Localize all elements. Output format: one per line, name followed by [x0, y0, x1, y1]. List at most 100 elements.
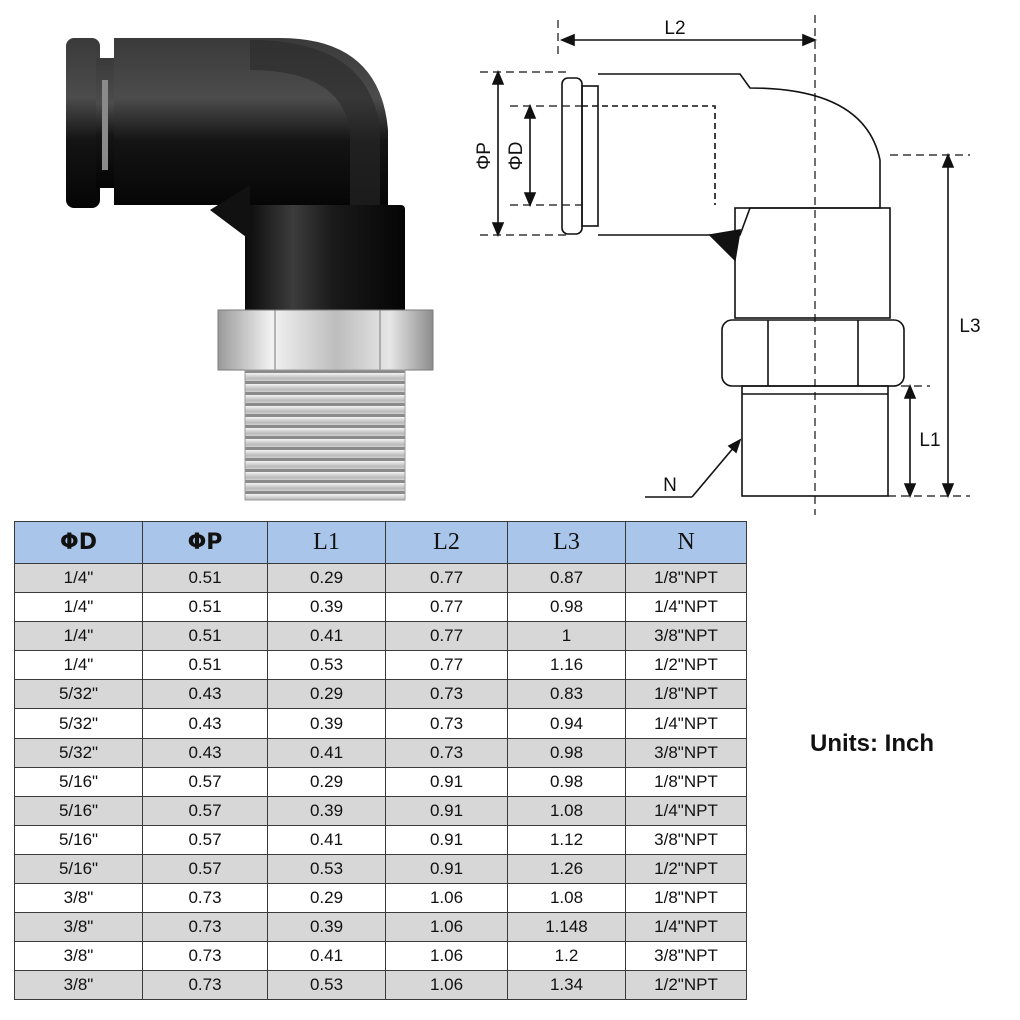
- table-cell: 0.77: [385, 562, 508, 594]
- table-cell: 1.06: [385, 941, 508, 972]
- table-cell: 1.08: [507, 795, 626, 826]
- table-cell: 1.06: [385, 912, 508, 943]
- header-l3: L3: [507, 521, 626, 564]
- table-cell: 0.98: [507, 592, 626, 623]
- hex-nut: [217, 309, 434, 371]
- table-cell: 0.73: [142, 883, 268, 914]
- header-phi-p: ΦP: [142, 521, 268, 564]
- l3-label: L3: [959, 316, 980, 337]
- table-cell: 0.43: [142, 708, 268, 739]
- table-cell: 0.57: [142, 766, 268, 797]
- table-cell: 1/4"NPT: [625, 912, 747, 943]
- table-cell: 1/2"NPT: [625, 970, 747, 1001]
- npt-thread: [244, 369, 406, 501]
- table-cell: 1.34: [507, 970, 626, 1001]
- table-cell: 0.94: [507, 708, 626, 739]
- table-cell: 5/16": [14, 853, 143, 885]
- table-cell: 0.41: [267, 824, 386, 855]
- table-cell: 0.43: [142, 679, 268, 710]
- table-cell: 0.53: [267, 970, 386, 1001]
- table-cell: 5/32": [14, 737, 143, 768]
- table-cell: 0.51: [142, 621, 268, 652]
- table-cell: 1/8"NPT: [625, 679, 747, 710]
- table-cell: 1/4"NPT: [625, 592, 747, 623]
- table-cell: 5/32": [14, 708, 143, 739]
- table-cell: 0.77: [385, 592, 508, 623]
- table-cell: 0.39: [267, 912, 386, 943]
- table-cell: 1: [507, 621, 626, 652]
- table-cell: 3/8"NPT: [625, 824, 747, 855]
- hex-outline: [721, 319, 905, 387]
- table-cell: 0.77: [385, 621, 508, 652]
- table-cell: 0.91: [385, 766, 508, 797]
- table-cell: 0.98: [507, 737, 626, 768]
- table-cell: 1/8"NPT: [625, 883, 747, 914]
- header-l2: L2: [385, 521, 508, 564]
- table-cell: 5/16": [14, 766, 143, 797]
- header-l1: L1: [267, 521, 386, 564]
- table-cell: 0.41: [267, 941, 386, 972]
- fitting-photo: [66, 38, 434, 501]
- vertical-body-outline: [734, 207, 891, 319]
- thread-outline: [741, 385, 889, 497]
- table-cell: 0.29: [267, 679, 386, 710]
- table-cell: 1.16: [507, 650, 626, 681]
- table-cell: 1/8"NPT: [625, 766, 747, 797]
- table-cell: 0.87: [507, 562, 626, 594]
- table-cell: 0.29: [267, 562, 386, 594]
- body-outline: [598, 73, 881, 236]
- table-cell: 0.73: [385, 737, 508, 768]
- table-cell: 0.83: [507, 679, 626, 710]
- table-cell: 0.51: [142, 562, 268, 594]
- table-cell: 1/4": [14, 562, 143, 594]
- table-cell: 1/2"NPT: [625, 650, 747, 681]
- table-cell: 1.06: [385, 883, 508, 914]
- table-cell: 0.73: [385, 708, 508, 739]
- table-cell: 1/4": [14, 650, 143, 681]
- table-cell: 0.73: [142, 970, 268, 1001]
- table-cell: 5/32": [14, 679, 143, 710]
- table-cell: 0.73: [142, 941, 268, 972]
- table-header-row: ΦD ΦP L1 L2 L3 N: [14, 521, 747, 564]
- table-cell: 0.41: [267, 737, 386, 768]
- table-cell: 0.91: [385, 795, 508, 826]
- table-cell: 0.73: [385, 679, 508, 710]
- table-cell: 0.43: [142, 737, 268, 768]
- table-cell: 0.77: [385, 650, 508, 681]
- table-cell: 5/16": [14, 795, 143, 826]
- n-label: N: [663, 475, 677, 496]
- table-cell: 0.29: [267, 766, 386, 797]
- table-cell: 1/8"NPT: [625, 562, 747, 594]
- table-cell: 0.57: [142, 853, 268, 885]
- phi-p-label: ΦP: [474, 142, 495, 170]
- table-cell: 0.39: [267, 592, 386, 623]
- table-cell: 1/4": [14, 621, 143, 652]
- table-cell: 1.2: [507, 941, 626, 972]
- units-note: Units: Inch: [810, 730, 934, 757]
- table-cell: 1.26: [507, 853, 626, 885]
- table-cell: 3/8"NPT: [625, 621, 747, 652]
- table-cell: 0.57: [142, 795, 268, 826]
- header-n: N: [625, 521, 747, 564]
- table-cell: 1/2"NPT: [625, 853, 747, 885]
- table-cell: 0.91: [385, 853, 508, 885]
- table-cell: 1.12: [507, 824, 626, 855]
- table-cell: 0.98: [507, 766, 626, 797]
- table-cell: 0.51: [142, 592, 268, 623]
- dimension-drawing: L2 L3 L1 ΦP ΦD N: [474, 15, 981, 515]
- table-cell: 3/8"NPT: [625, 941, 747, 972]
